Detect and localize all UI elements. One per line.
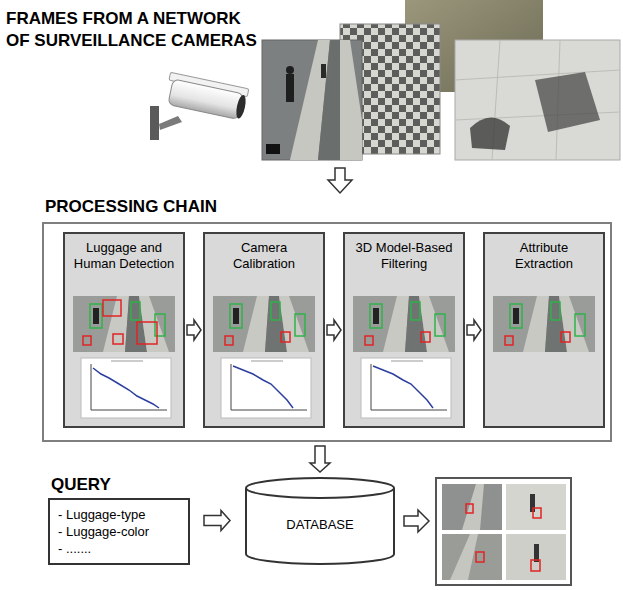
query-item: - Luggage-type [58,506,149,523]
query-item: - Luggage-color [58,523,149,540]
database-text: DATABASE [286,509,353,533]
result-images [436,478,571,585]
stage-label: 3D Model-Based Filtering [345,234,463,272]
query-box: QUERY - Luggage-type- Luggage-color- ....… [48,474,190,565]
stage-label: Attribute Extraction [485,234,603,272]
query-item: - ....... [58,540,149,557]
stage-box: 3D Model-Based Filtering [343,232,465,428]
database-label: DATABASE [286,509,353,533]
attribute-illustration [493,296,595,352]
section-heading: PROCESSING CHAIN [45,196,612,218]
stage-text: Camera Calibration [205,234,323,272]
stage-box: Attribute Extraction [483,232,605,428]
stage-text: 3D Model-Based Filtering [345,234,463,272]
flow-arrow [204,511,230,531]
stage-box: Luggage and Human Detection [63,232,185,428]
flow-arrow [328,168,352,193]
camera-frames [262,0,620,160]
section-heading: QUERY [51,474,190,496]
camera-icon [150,72,249,140]
stage-text: Luggage and Human Detection [65,234,183,272]
stage-label: Camera Calibration [205,234,323,272]
section-heading: FRAMES FROM A NETWORK OF SURVEILLANCE CA… [6,8,264,52]
stage-label: Luggage and Human Detection [65,234,183,272]
flow-arrow [467,320,481,340]
flow-arrow [187,320,201,340]
stage-text: Attribute Extraction [485,234,603,272]
query-list: - Luggage-type- Luggage-color- ....... [58,506,149,557]
processing-chain-group: PROCESSING CHAIN Luggage and Human Detect… [42,196,612,442]
database-cylinder: DATABASE [244,476,396,566]
filtering-illustration [353,296,455,420]
filtering-illustration [213,296,315,420]
flow-arrow [404,510,429,532]
flow-arrow [327,320,341,340]
flow-arrow [310,446,330,472]
stage-box: Camera Calibration [203,232,325,428]
detection-illustration [73,296,175,420]
